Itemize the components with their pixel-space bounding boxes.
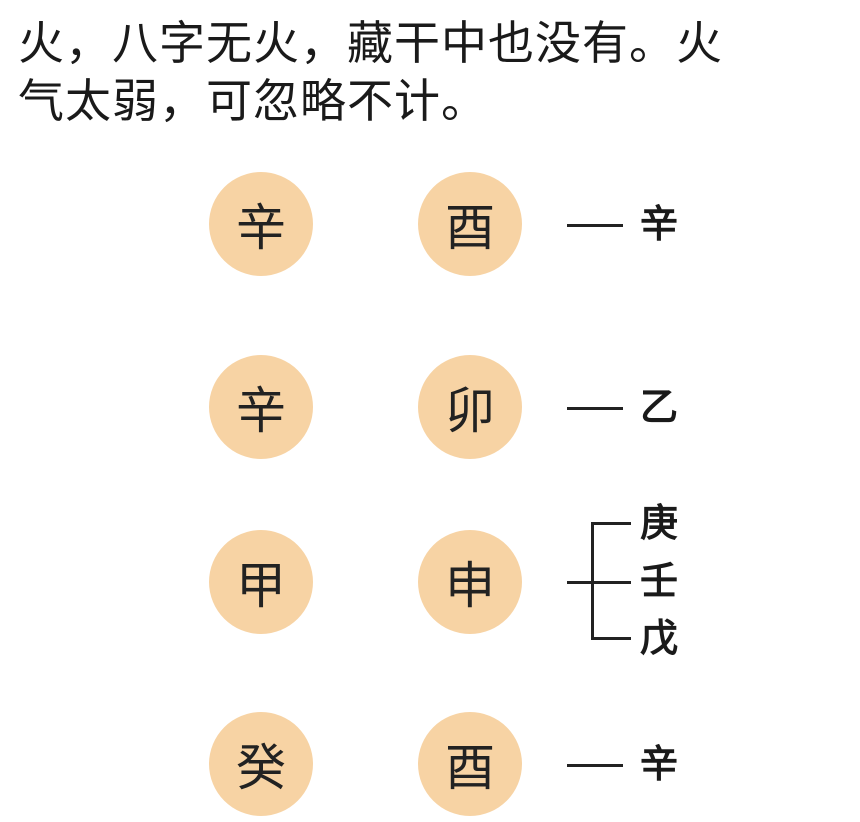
stem-circle: 辛 [209, 172, 313, 276]
intro-paragraph: 火，八字无火，藏干中也没有。火 气太弱，可忽略不计。 [18, 14, 848, 130]
pillar-row-2: 辛 卯 乙 [0, 355, 860, 465]
connector-dash [567, 407, 623, 410]
intro-line-2: 气太弱，可忽略不计。 [18, 74, 488, 128]
pillar-row-3: 甲 申 庚 壬 戊 [0, 500, 860, 660]
bracket-stem-line [567, 581, 593, 584]
hidden-stem: 戊 [640, 616, 679, 660]
stem-circle: 甲 [209, 530, 313, 634]
pillar-row-1: 辛 酉 辛 [0, 172, 860, 282]
bracket-branch-top [591, 522, 631, 525]
branch-circle: 酉 [418, 172, 522, 276]
bracket-branch-middle [591, 581, 631, 584]
pillar-row-4: 癸 酉 辛 [0, 712, 860, 822]
intro-line-1: 火，八字无火，藏干中也没有。火 [18, 16, 723, 70]
stem-circle: 辛 [209, 355, 313, 459]
hidden-stem: 辛 [640, 742, 679, 786]
branch-circle: 卯 [418, 355, 522, 459]
stem-circle: 癸 [209, 712, 313, 816]
hidden-stem: 庚 [640, 501, 679, 545]
hidden-stem: 辛 [640, 202, 679, 246]
connector-dash [567, 224, 623, 227]
hidden-stem: 壬 [640, 559, 679, 603]
connector-dash [567, 764, 623, 767]
bracket-branch-bottom [591, 637, 631, 640]
hidden-stem: 乙 [640, 385, 679, 429]
branch-circle: 酉 [418, 712, 522, 816]
branch-circle: 申 [418, 530, 522, 634]
